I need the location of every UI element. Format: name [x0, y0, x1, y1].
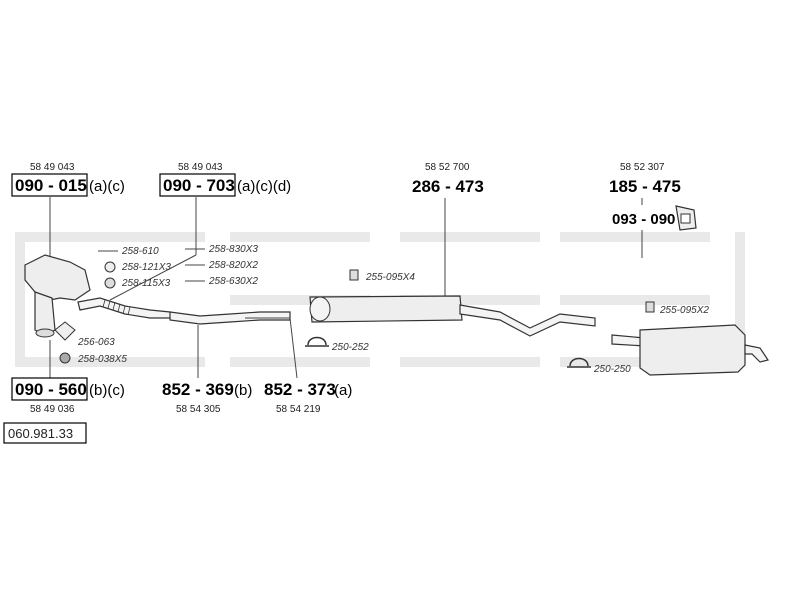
part-code-852-369[interactable]: 852 - 369 [162, 380, 234, 399]
part-code-852-373[interactable]: 852 - 373 [264, 380, 336, 399]
fitting-258-610[interactable]: 258-610 [98, 246, 159, 257]
fitting-258-830x3[interactable]: 258-830X3 [185, 244, 258, 255]
ref-090-703: 58 49 043 [178, 162, 223, 173]
fitting-258-630x2[interactable]: 258-630X2 [185, 276, 258, 287]
ref-090-560: 58 49 036 [30, 404, 75, 415]
center-muffler-286-473[interactable] [309, 295, 596, 337]
manifold-catalyst-090-015[interactable] [24, 254, 91, 338]
svg-text:258-820X2: 258-820X2 [208, 260, 258, 271]
svg-text:250-252: 250-252 [331, 342, 369, 353]
ref-286-473: 58 52 700 [425, 162, 470, 173]
fitting-256-063[interactable]: 256-063 [54, 321, 115, 348]
watermark [15, 232, 745, 367]
ref-090-015: 58 49 043 [30, 162, 75, 173]
svg-text:258-038X5: 258-038X5 [77, 354, 127, 365]
part-code-090-560[interactable]: 090 - 560 [15, 380, 87, 399]
part-code-090-015[interactable]: 090 - 015 [15, 176, 87, 195]
part-code-box-090-703[interactable] [159, 173, 236, 197]
svg-text:258-121X3: 258-121X3 [121, 262, 171, 273]
fitting-250-250[interactable]: 250-250 [567, 357, 631, 376]
suffix-852-369: (b) [234, 382, 252, 399]
svg-text:258-630X2: 258-630X2 [208, 276, 258, 287]
rear-muffler-185-475[interactable] [611, 324, 769, 376]
svg-text:256-063: 256-063 [77, 337, 115, 348]
svg-text:255-095X4: 255-095X4 [365, 272, 415, 283]
rubber-hanger-icon[interactable] [675, 205, 697, 231]
fitting-258-820x2[interactable]: 258-820X2 [185, 260, 258, 271]
catalog-number: 060.981.33 [8, 426, 73, 441]
part-code-box-090-560[interactable] [11, 377, 88, 401]
part-code-185-475[interactable]: 185 - 475 [609, 177, 681, 196]
svg-text:258-115X3: 258-115X3 [121, 278, 171, 289]
ref-185-475: 58 52 307 [620, 162, 665, 173]
suffix-090-560: (b)(c) [89, 382, 125, 399]
fitting-255-095x2[interactable]: 255-095X2 [645, 301, 709, 316]
suffix-852-373: (a) [334, 382, 352, 399]
fitting-258-038x5[interactable]: 258-038X5 [59, 352, 127, 365]
svg-text:258-610: 258-610 [121, 246, 159, 257]
svg-text:250-250: 250-250 [593, 364, 631, 375]
fitting-258-115x3[interactable]: 258-115X3 [104, 277, 171, 289]
fitting-250-252[interactable]: 250-252 [305, 336, 369, 354]
ref-852-369: 58 54 305 [176, 404, 221, 415]
catalog-number-box [3, 422, 87, 444]
suffix-090-015: (a)(c) [89, 178, 125, 195]
fitting-258-121x3[interactable]: 258-121X3 [104, 261, 171, 273]
ref-852-373: 58 54 219 [276, 404, 321, 415]
fitting-255-095x4[interactable]: 255-095X4 [349, 269, 415, 283]
part-code-090-703[interactable]: 090 - 703 [163, 176, 235, 195]
suffix-090-703: (a)(c)(d) [237, 178, 291, 195]
part-code-286-473[interactable]: 286 - 473 [412, 177, 484, 196]
part-code-box-090-015[interactable] [11, 173, 88, 197]
svg-text:255-095X2: 255-095X2 [659, 305, 709, 316]
part-code-093-090[interactable]: 093 - 090 [612, 211, 675, 228]
svg-text:258-830X3: 258-830X3 [208, 244, 258, 255]
